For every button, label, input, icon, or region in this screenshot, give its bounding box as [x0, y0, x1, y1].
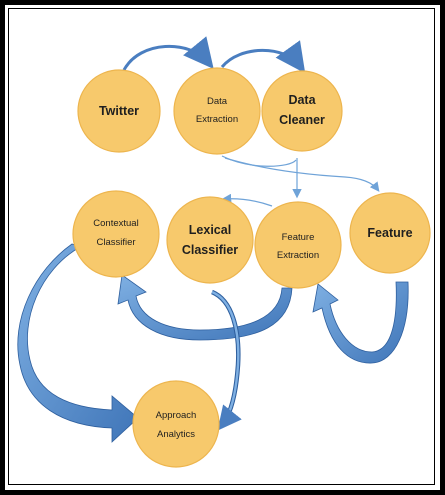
node-label-line-1: Approach	[156, 410, 197, 421]
node-label: Feature	[367, 226, 412, 240]
node-label-line-1: Data	[207, 96, 228, 107]
node-label-line-2: Analytics	[157, 429, 195, 440]
node-feature-extraction: Feature Extraction	[254, 201, 342, 289]
node-circle	[349, 192, 431, 274]
arrow-data-extraction-to-data-cleaner	[220, 40, 306, 74]
node-label: Twitter	[99, 104, 139, 118]
node-label-line-2: Extraction	[196, 114, 238, 125]
block-arrow-contextual-to-approach	[17, 243, 139, 443]
node-circle	[77, 69, 161, 153]
connector-extraction-to-cleaner-feature	[221, 155, 297, 167]
node-lexical-classifier: Lexical Classifier	[166, 196, 254, 284]
node-circle	[254, 201, 342, 289]
node-label-line-2: Classifier	[96, 237, 135, 248]
block-arrow-feature-extraction-to-contextual	[117, 274, 293, 341]
node-circle	[166, 196, 254, 284]
node-contextual-classifier: Contextual Classifier	[72, 190, 160, 278]
node-circle	[261, 70, 343, 152]
node-circle	[72, 190, 160, 278]
node-label-line-1: Contextual	[93, 218, 138, 229]
node-approach-analytics: Approach Analytics	[132, 380, 220, 468]
node-circle	[173, 67, 261, 155]
node-feature: Feature	[349, 192, 431, 274]
node-label-line-2: Classifier	[182, 243, 238, 257]
connector-feature-extraction-to-lexical	[221, 193, 273, 207]
connector-to-feature	[224, 157, 380, 192]
node-twitter: Twitter	[77, 69, 161, 153]
node-label-line-2: Cleaner	[279, 113, 325, 127]
node-label-line-2: Extraction	[277, 250, 319, 261]
diagram-inner-border	[8, 8, 435, 485]
block-arrow-feature-to-feature-extraction	[312, 281, 409, 364]
node-data-cleaner: Data Cleaner	[261, 70, 343, 152]
arrow-lexical-to-approach-inner	[211, 290, 242, 431]
arrow-twitter-to-data-extraction	[122, 36, 214, 71]
node-label-line-1: Lexical	[189, 223, 231, 237]
arrow-lexical-to-approach	[210, 289, 241, 427]
node-label-line-1: Data	[288, 93, 316, 107]
node-circle	[132, 380, 220, 468]
node-data-extraction: Data Extraction	[173, 67, 261, 155]
node-label-line-1: Feature	[282, 232, 315, 243]
